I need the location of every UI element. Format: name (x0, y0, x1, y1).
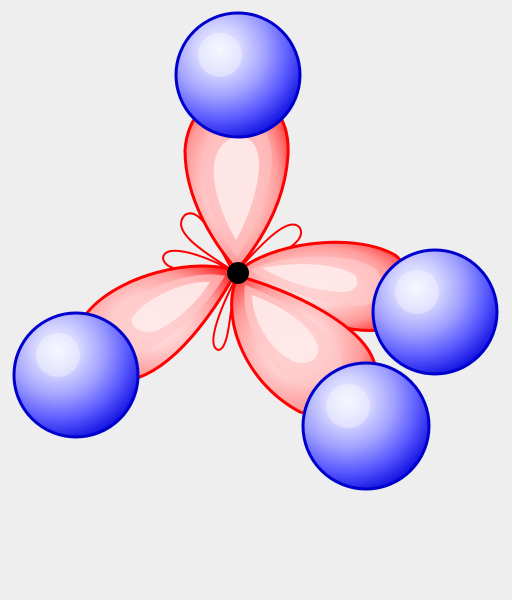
atom-lower-right (301, 361, 431, 491)
atom-top (174, 11, 302, 139)
atom-right (371, 248, 499, 376)
central-nucleus (227, 262, 249, 284)
orbital-lobe-top (183, 93, 290, 273)
atom-left (12, 311, 140, 439)
